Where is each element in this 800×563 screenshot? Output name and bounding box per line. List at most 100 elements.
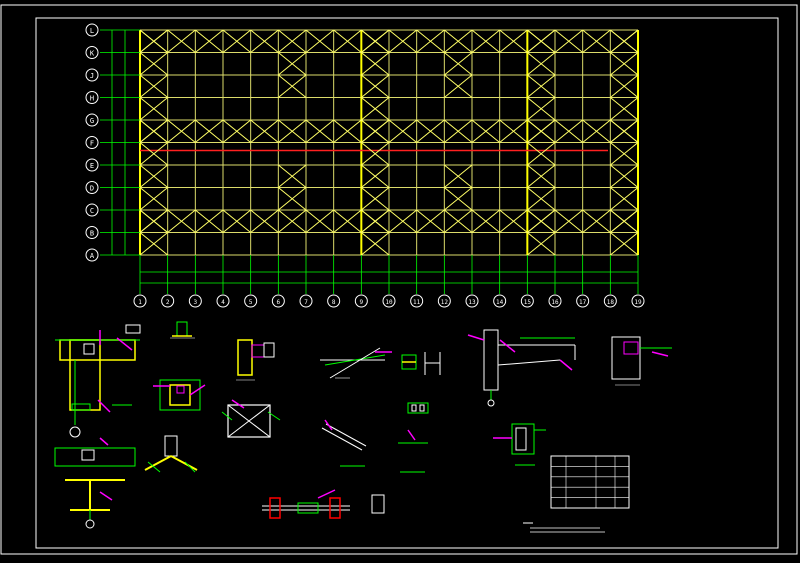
detail-cross-brace-panel bbox=[221, 399, 281, 438]
brace-diagonal bbox=[278, 119, 307, 143]
column-label-11: 11 bbox=[413, 299, 421, 306]
column-label-13: 13 bbox=[468, 299, 476, 306]
brace-diagonal bbox=[361, 97, 390, 121]
row-bubble-C bbox=[85, 203, 99, 217]
column-bubble-10 bbox=[382, 294, 396, 308]
column-bubble-19 bbox=[631, 294, 645, 308]
brace-diagonal bbox=[527, 164, 556, 188]
column-bubble-14 bbox=[493, 294, 507, 308]
brace-diagonal bbox=[444, 187, 473, 211]
row-label-C: C bbox=[90, 207, 94, 215]
brace-diagonal bbox=[305, 29, 334, 53]
row-label-A: A bbox=[90, 252, 95, 260]
brace-diagonal bbox=[527, 74, 556, 98]
brace-diagonal bbox=[167, 209, 196, 233]
brace-diagonal bbox=[527, 29, 556, 53]
column-label-5: 5 bbox=[249, 299, 253, 306]
column-bubble-8 bbox=[327, 294, 341, 308]
brace-diagonal bbox=[222, 29, 251, 53]
row-label-E: E bbox=[90, 162, 94, 170]
column-label-15: 15 bbox=[524, 299, 532, 306]
brace-diagonal bbox=[250, 29, 279, 53]
brace-diagonal bbox=[305, 209, 334, 233]
brace-diagonal bbox=[278, 209, 307, 233]
detail-column-base-top bbox=[55, 324, 141, 438]
column-bubble-1 bbox=[133, 294, 147, 308]
column-label-2: 2 bbox=[166, 299, 170, 306]
column-label-10: 10 bbox=[385, 299, 393, 306]
brace-diagonal bbox=[139, 142, 168, 166]
detail-knee-brace bbox=[170, 321, 195, 339]
brace-diagonal bbox=[250, 119, 279, 143]
brace-diagonal bbox=[582, 119, 611, 143]
brace-diagonal bbox=[527, 142, 556, 166]
row-label-G: G bbox=[90, 117, 94, 125]
brace-diagonal bbox=[444, 209, 473, 233]
column-bubble-13 bbox=[465, 294, 479, 308]
brace-diagonal bbox=[222, 209, 251, 233]
brace-diagonal bbox=[361, 187, 390, 211]
outer-frame bbox=[0, 4, 798, 555]
column-bubble-6 bbox=[271, 294, 285, 308]
brace-diagonal bbox=[333, 209, 362, 233]
brace-diagonal bbox=[139, 97, 168, 121]
brace-diagonal bbox=[305, 119, 334, 143]
brace-diagonal bbox=[444, 52, 473, 76]
column-label-7: 7 bbox=[304, 299, 308, 306]
brace-diagonal bbox=[139, 209, 168, 233]
row-bubble-D bbox=[85, 181, 99, 194]
brace-diagonal bbox=[444, 74, 473, 98]
brace-diagonal bbox=[222, 119, 251, 143]
brace-diagonal bbox=[388, 29, 417, 53]
column-label-4: 4 bbox=[221, 299, 225, 306]
brace-diagonal bbox=[195, 29, 224, 53]
brace-diagonal bbox=[610, 52, 639, 76]
brace-diagonal bbox=[139, 187, 168, 211]
column-bubble-16 bbox=[548, 294, 562, 308]
brace-diagonal bbox=[471, 119, 500, 143]
brace-diagonal bbox=[582, 209, 611, 233]
brace-diagonal bbox=[527, 232, 556, 256]
column-bubble-17 bbox=[576, 294, 590, 308]
detail-bolt-plate bbox=[153, 379, 206, 411]
brace-diagonal bbox=[361, 74, 390, 98]
row-bubble-B bbox=[85, 226, 99, 239]
brace-diagonal bbox=[361, 119, 390, 143]
column-bubble-5 bbox=[244, 294, 258, 308]
row-bubble-K bbox=[85, 46, 99, 59]
brace-diagonal bbox=[610, 142, 639, 166]
row-label-D: D bbox=[90, 185, 94, 193]
brace-diagonal bbox=[278, 52, 307, 76]
detail-gable-column bbox=[611, 336, 672, 386]
column-bubble-9 bbox=[354, 294, 368, 308]
column-bubble-15 bbox=[520, 294, 534, 308]
detail-eave-section bbox=[320, 347, 392, 379]
column-bubble-18 bbox=[603, 294, 617, 308]
brace-diagonal bbox=[444, 164, 473, 188]
brace-diagonal bbox=[278, 74, 307, 98]
brace-diagonal bbox=[167, 119, 196, 143]
detail-h-section bbox=[401, 352, 441, 375]
brace-diagonal bbox=[444, 119, 473, 143]
column-label-19: 19 bbox=[634, 299, 642, 306]
brace-diagonal bbox=[361, 209, 390, 233]
brace-diagonal bbox=[610, 29, 639, 53]
brace-diagonal bbox=[361, 232, 390, 256]
row-label-L: L bbox=[90, 27, 94, 35]
brace-diagonal bbox=[278, 29, 307, 53]
brace-diagonal bbox=[499, 29, 528, 53]
brace-diagonal bbox=[471, 29, 500, 53]
brace-diagonal bbox=[610, 164, 639, 188]
brace-diagonal bbox=[388, 119, 417, 143]
row-bubble-G bbox=[85, 113, 99, 127]
brace-diagonal bbox=[610, 209, 639, 233]
brace-diagonal bbox=[610, 119, 639, 143]
inner-frame bbox=[35, 17, 779, 549]
detail-beam-column-joint bbox=[467, 329, 576, 407]
column-label-17: 17 bbox=[579, 299, 587, 306]
brace-diagonal bbox=[554, 29, 583, 53]
row-label-B: B bbox=[90, 230, 94, 238]
column-label-1: 1 bbox=[138, 299, 142, 306]
